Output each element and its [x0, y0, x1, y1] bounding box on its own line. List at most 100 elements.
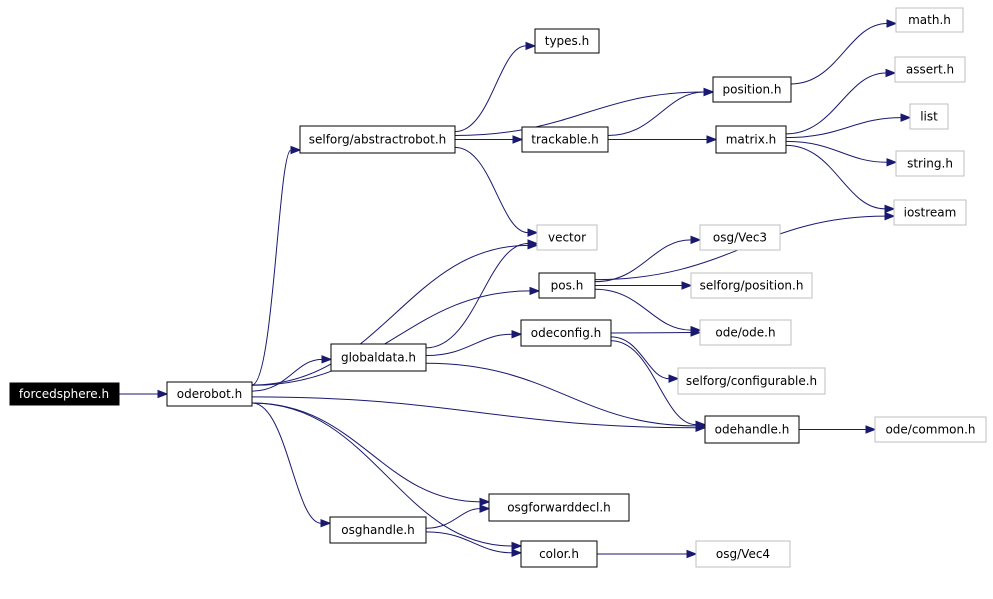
node-label-string: string.h: [907, 157, 953, 171]
arrowhead-matrix-to-assert: [885, 68, 897, 78]
arrowhead-odeconfig-to-odehandle: [695, 420, 707, 429]
node-osgvec4[interactable]: osg/Vec4: [695, 540, 791, 568]
node-box-matrix: [715, 125, 787, 154]
node-label-abstractrobot: selforg/abstractrobot.h: [309, 133, 447, 147]
node-box-trackable: [521, 126, 609, 153]
node-odeconfig[interactable]: odeconfig.h: [520, 319, 612, 347]
node-label-osghandle: osghandle.h: [341, 523, 415, 537]
node-label-pos: pos.h: [551, 279, 584, 293]
node-odehandle[interactable]: odehandle.h: [704, 415, 800, 444]
node-label-forcedsphere: forcedsphere.h: [19, 387, 109, 401]
node-label-globaldata: globaldata.h: [341, 351, 416, 365]
edge-abstractrobot-to-position: [454, 91, 705, 136]
arrowhead-matrix-to-string: [886, 158, 898, 167]
node-osghandle[interactable]: osghandle.h: [329, 516, 427, 544]
node-box-iostream: [893, 199, 967, 226]
node-label-selforgposition: selforg/position.h: [700, 279, 804, 293]
arrowhead-forcedsphere-to-oderobot: [157, 389, 169, 399]
edge-matrix-to-iostream: [785, 144, 886, 210]
node-math[interactable]: math.h: [895, 7, 964, 33]
arrowhead-oderobot-to-abstractrobot: [290, 145, 302, 155]
arrowhead-pos-to-selforgposition: [681, 281, 693, 290]
edge-abstractrobot-to-types: [454, 45, 527, 133]
node-odecommon[interactable]: ode/common.h: [874, 416, 987, 443]
node-iostream[interactable]: iostream: [893, 199, 967, 226]
node-pos[interactable]: pos.h: [538, 272, 596, 299]
node-types[interactable]: types.h: [534, 28, 600, 54]
node-osgvec3[interactable]: osg/Vec3: [699, 224, 781, 251]
node-label-math: math.h: [908, 13, 951, 27]
edge-globaldata-to-vector: [425, 243, 529, 349]
arrowhead-trackable-to-matrix: [706, 135, 718, 144]
arrowhead-pos-to-osgvec3: [690, 235, 702, 245]
node-odeode[interactable]: ode/ode.h: [699, 319, 792, 346]
node-osgforwarddecl[interactable]: osgforwarddecl.h: [488, 493, 630, 522]
node-box-vector: [536, 224, 598, 251]
node-box-selforgposition: [690, 272, 813, 299]
arrowhead-globaldata-to-vector: [527, 239, 539, 248]
node-label-color: color.h: [539, 547, 579, 561]
node-box-osgvec4: [695, 540, 791, 568]
node-abstractrobot[interactable]: selforg/abstractrobot.h: [299, 125, 456, 154]
edge-odeconfig-to-configurable: [610, 336, 670, 380]
edges-layer: [119, 19, 912, 559]
node-position[interactable]: position.h: [712, 76, 792, 103]
node-box-odeode: [699, 319, 792, 346]
node-globaldata[interactable]: globaldata.h: [330, 343, 427, 372]
node-label-iostream: iostream: [904, 206, 957, 220]
arrowhead-oderobot-to-color: [511, 541, 523, 551]
node-assert[interactable]: assert.h: [894, 56, 966, 83]
node-color[interactable]: color.h: [520, 540, 598, 568]
edge-oderobot-to-color: [251, 402, 513, 547]
node-configurable[interactable]: selforg/configurable.h: [677, 367, 826, 395]
node-box-assert: [894, 56, 966, 83]
node-box-odeconfig: [520, 319, 612, 347]
node-box-osgforwarddecl: [488, 493, 630, 522]
node-box-string: [895, 150, 965, 177]
node-box-odecommon: [874, 416, 987, 443]
arrowhead-oderobot-to-osgforwarddecl: [479, 497, 491, 507]
node-box-globaldata: [330, 343, 427, 372]
edge-matrix-to-assert: [785, 72, 887, 135]
arrowhead-oderobot-to-pos: [529, 286, 541, 296]
node-vector[interactable]: vector: [536, 224, 598, 251]
node-forcedsphere[interactable]: forcedsphere.h: [9, 382, 120, 406]
arrowhead-position-to-math: [886, 19, 898, 28]
arrowhead-abstractrobot-to-trackable: [512, 135, 524, 144]
node-selforgposition[interactable]: selforg/position.h: [690, 272, 813, 299]
node-box-osghandle: [329, 516, 427, 544]
edge-pos-to-odeode: [594, 288, 692, 331]
arrowhead-trackable-to-position: [703, 87, 715, 97]
node-oderobot[interactable]: oderobot.h: [166, 381, 253, 407]
arrowhead-odeconfig-to-odeode: [690, 328, 702, 337]
edge-matrix-to-list: [785, 117, 902, 139]
edge-oderobot-to-globaldata: [251, 358, 323, 392]
node-string[interactable]: string.h: [895, 150, 965, 177]
edge-abstractrobot-to-vector: [454, 146, 529, 234]
node-list[interactable]: list: [909, 103, 949, 130]
node-box-math: [895, 7, 964, 33]
edge-oderobot-to-pos: [251, 290, 531, 386]
edge-odeconfig-to-odehandle: [610, 340, 697, 426]
node-box-pos: [538, 272, 596, 299]
node-label-types: types.h: [545, 34, 589, 48]
edge-globaldata-to-odeconfig: [425, 333, 513, 357]
node-label-odecommon: ode/common.h: [885, 423, 975, 437]
arrowhead-abstractrobot-to-vector: [527, 228, 539, 237]
node-label-position: position.h: [723, 83, 782, 97]
node-label-odehandle: odehandle.h: [715, 423, 790, 437]
node-matrix[interactable]: matrix.h: [715, 125, 787, 154]
edge-oderobot-to-abstractrobot: [251, 149, 292, 386]
node-label-odeode: ode/ode.h: [715, 326, 775, 340]
edge-oderobot-to-odehandle: [251, 396, 697, 429]
node-label-oderobot: oderobot.h: [177, 387, 242, 401]
edge-osghandle-to-osgforwarddecl: [425, 508, 481, 529]
node-box-list: [909, 103, 949, 130]
node-box-oderobot: [166, 381, 253, 407]
node-box-forcedsphere: [9, 382, 120, 406]
edge-trackable-to-position: [607, 91, 705, 136]
arrowhead-odehandle-to-odecommon: [865, 425, 877, 434]
edge-matrix-to-string: [785, 140, 888, 163]
node-trackable[interactable]: trackable.h: [521, 126, 609, 153]
